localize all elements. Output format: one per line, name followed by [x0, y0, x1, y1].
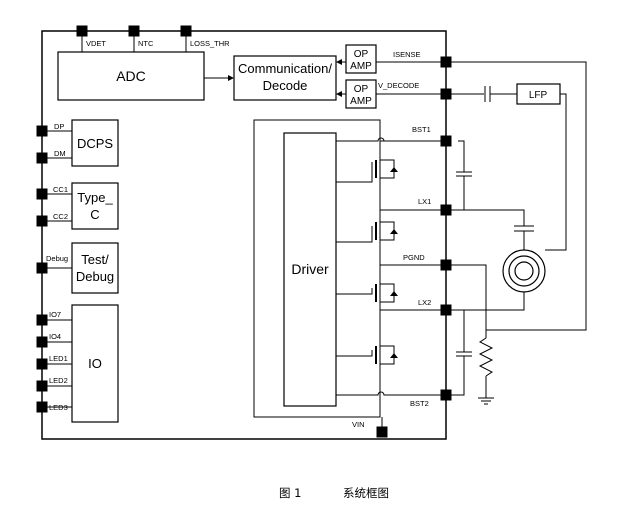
pin-bst1 — [440, 135, 452, 147]
pin-debug — [36, 262, 48, 274]
pin-lx2 — [440, 304, 452, 316]
type-c-block: Type_ C — [71, 182, 119, 230]
communication-label: Communication/ — [238, 61, 332, 76]
svg-text:Driver: Driver — [291, 261, 329, 277]
svg-text:BST1: BST1 — [412, 125, 431, 134]
svg-text:Type_: Type_ — [77, 190, 113, 205]
pin-led3 — [36, 401, 48, 413]
svg-text:IO7: IO7 — [49, 310, 61, 319]
h-bridge — [336, 137, 441, 402]
pin-dm — [36, 152, 48, 164]
test-debug-block: Test/ Debug — [71, 242, 119, 294]
pin-ntc — [128, 25, 140, 37]
svg-text:LFP: LFP — [529, 90, 548, 101]
pin-pgnd — [440, 259, 452, 271]
pin-io4 — [36, 336, 48, 348]
svg-text:DP: DP — [54, 122, 64, 131]
pin-vdet — [76, 25, 88, 37]
pin-vdet-label: VDET — [86, 39, 106, 48]
io-block: IO — [71, 304, 119, 423]
svg-text:CC1: CC1 — [53, 185, 68, 194]
svg-text:LED3: LED3 — [49, 403, 68, 412]
svg-text:CC2: CC2 — [53, 212, 68, 221]
svg-text:DCPS: DCPS — [77, 136, 113, 151]
pin-led1 — [36, 358, 48, 370]
svg-text:C: C — [90, 207, 99, 222]
svg-text:AMP: AMP — [350, 96, 372, 107]
lfp-block: LFP — [516, 83, 561, 105]
adc-block: ADC — [57, 51, 205, 101]
pin-led2 — [36, 380, 48, 392]
pin-bst2 — [440, 389, 452, 401]
pin-lx1 — [440, 204, 452, 216]
driver-block: Driver — [283, 132, 337, 407]
svg-text:VIN: VIN — [352, 420, 365, 429]
svg-text:DM: DM — [54, 149, 66, 158]
op-amp-isense-block: OP AMP — [345, 44, 377, 74]
pin-isense — [440, 56, 452, 68]
bootstrap-capacitor-1 — [451, 140, 472, 211]
svg-text:BST2: BST2 — [410, 399, 429, 408]
op-amp-vdecode-block: OP AMP — [345, 79, 377, 109]
external-circuit — [451, 61, 587, 405]
svg-text:Test/: Test/ — [81, 252, 109, 267]
pin-cc2 — [36, 215, 48, 227]
svg-text:IO4: IO4 — [49, 332, 61, 341]
svg-text:LX1: LX1 — [418, 197, 431, 206]
svg-text:PGND: PGND — [403, 253, 425, 262]
svg-text:IO: IO — [88, 356, 102, 371]
pin-io7 — [36, 314, 48, 326]
bootstrap-capacitor-2 — [451, 309, 472, 396]
dcps-block: DCPS — [71, 119, 119, 167]
communication-decode-block: Communication/ Decode — [233, 55, 337, 101]
pin-ntc-label: NTC — [138, 39, 154, 48]
pin-loss-thr-label: LOSS_THR — [190, 39, 230, 48]
svg-text:OP: OP — [354, 84, 369, 95]
svg-text:LED2: LED2 — [49, 376, 68, 385]
pin-v-decode — [440, 88, 452, 100]
pin-vin — [376, 426, 388, 438]
svg-text:LX2: LX2 — [418, 298, 431, 307]
pin-v-decode-label: V_DECODE — [378, 81, 419, 90]
chip-outline — [41, 30, 447, 440]
pin-isense-label: ISENSE — [393, 50, 421, 59]
svg-text:LED1: LED1 — [49, 354, 68, 363]
figure-caption: 图 1 系统框图 — [279, 486, 389, 500]
svg-text:AMP: AMP — [350, 61, 372, 72]
adc-label: ADC — [116, 68, 146, 84]
decode-label: Decode — [263, 78, 308, 93]
pin-loss-thr — [180, 25, 192, 37]
figure-number: 图 1 — [279, 486, 301, 500]
pin-dp — [36, 125, 48, 137]
svg-text:Debug: Debug — [46, 254, 68, 263]
figure-title: 系统框图 — [343, 486, 389, 500]
pin-cc1 — [36, 188, 48, 200]
svg-text:OP: OP — [354, 49, 369, 60]
svg-text:Debug: Debug — [76, 269, 114, 284]
